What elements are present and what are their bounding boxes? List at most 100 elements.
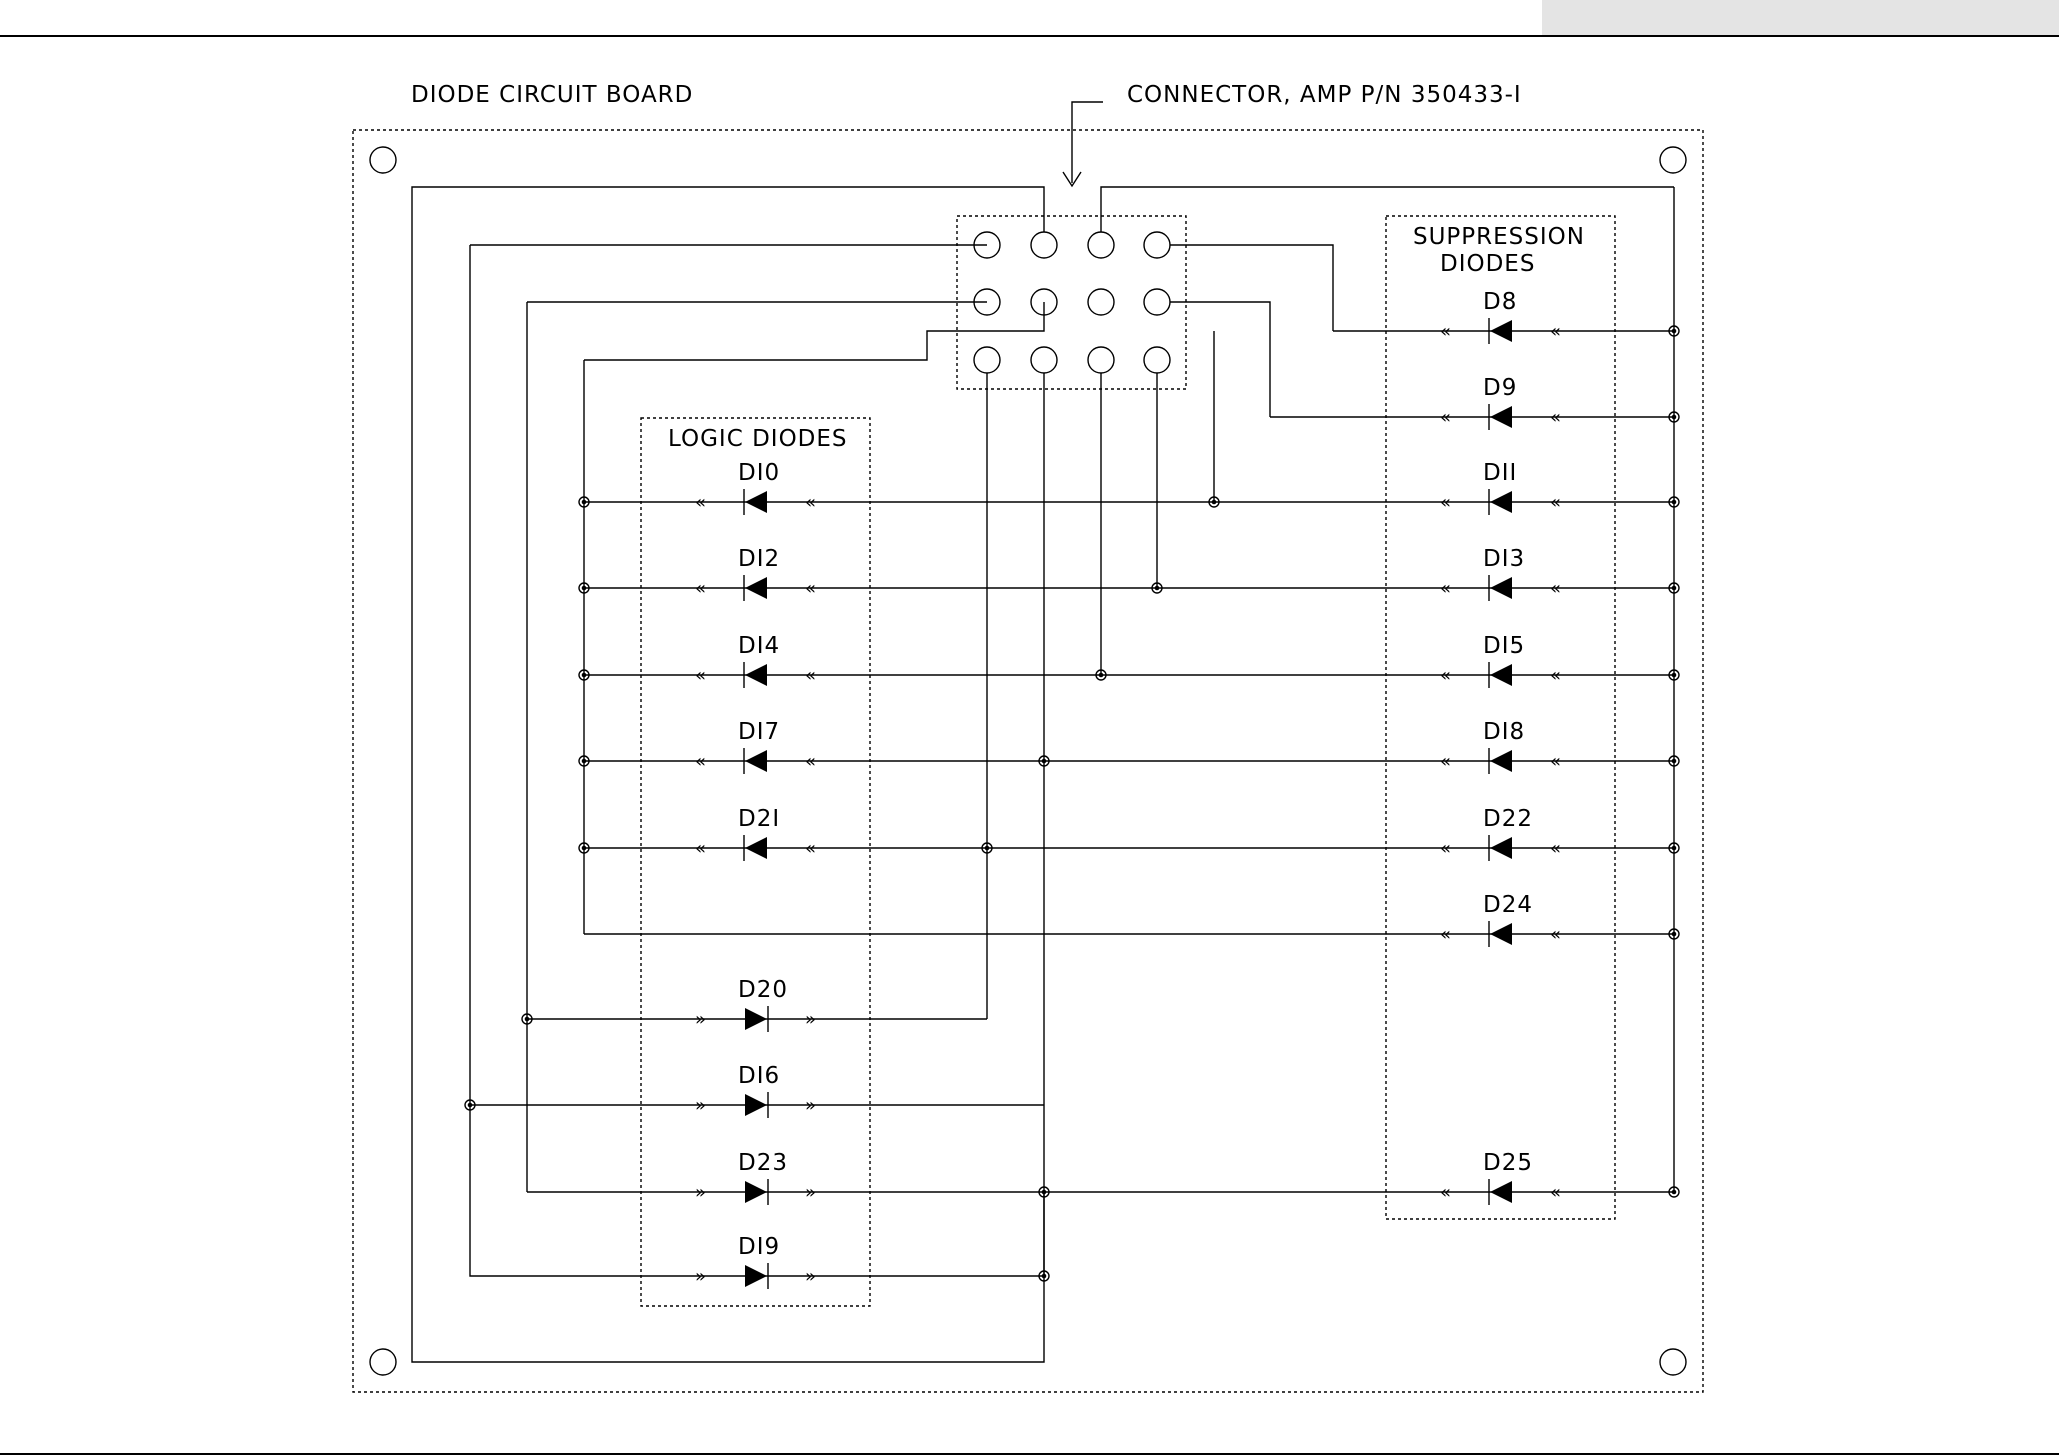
wire — [469, 245, 1044, 1277]
diode-triangle — [1490, 491, 1512, 513]
junction-dot — [1668, 1186, 1680, 1198]
logic-diodes-title: LOGIC DIODES — [668, 426, 848, 452]
junction-dot-center — [467, 1102, 473, 1108]
diode: DI8«« — [1440, 719, 1561, 774]
diode: D20»» — [695, 977, 816, 1032]
junction-dot — [1668, 669, 1680, 681]
wire — [1170, 244, 1334, 331]
junction-dot-center — [1154, 585, 1160, 591]
junction-dot-center — [1098, 672, 1104, 678]
suppression-title-line1: SUPPRESSION — [1413, 224, 1585, 250]
wire — [1170, 301, 1271, 417]
junction-dot — [1038, 1186, 1050, 1198]
diode-triangle — [745, 837, 767, 859]
connector-pin — [1030, 231, 1058, 259]
flow-chevron: « — [1440, 1182, 1451, 1203]
diode-triangle — [745, 1008, 767, 1030]
diode: DI3«« — [1440, 546, 1561, 601]
junction-dot-center — [1671, 672, 1677, 678]
diode-triangle — [1490, 837, 1512, 859]
logic-diodes-outline — [640, 417, 871, 1307]
flow-chevron: « — [1550, 321, 1561, 342]
flow-chevron: « — [1550, 751, 1561, 772]
flow-chevron: » — [695, 1095, 706, 1116]
board-title: DIODE CIRCUIT BOARD — [411, 82, 693, 108]
junction-dot-center — [1671, 499, 1677, 505]
flow-chevron: » — [695, 1009, 706, 1030]
flow-chevron: « — [1440, 492, 1451, 513]
flow-chevron: » — [695, 1266, 706, 1287]
flow-chevron: « — [695, 578, 706, 599]
junction-dot-center — [581, 672, 587, 678]
flow-chevron: « — [695, 665, 706, 686]
diode-label: DI4 — [738, 633, 780, 659]
flow-chevron: « — [805, 578, 816, 599]
junctions — [464, 325, 1680, 1282]
junction-dot — [981, 842, 993, 854]
connector-outline — [956, 215, 1187, 390]
diode-label: DI8 — [1483, 719, 1525, 745]
diode-label: DI9 — [738, 1234, 780, 1260]
header-tab — [1542, 0, 2059, 35]
flow-chevron: « — [1550, 578, 1561, 599]
junction-dot — [1668, 755, 1680, 767]
flow-chevron: « — [695, 492, 706, 513]
diode: DI4 « « — [695, 633, 816, 688]
junction-dot-center — [524, 1016, 530, 1022]
flow-chevron: « — [1550, 492, 1561, 513]
board-outline — [352, 129, 1704, 1393]
connector-pointer-head — [1062, 171, 1082, 188]
connector-pin — [1030, 288, 1058, 316]
connector-pointer — [1071, 101, 1103, 183]
flow-chevron: » — [805, 1009, 816, 1030]
junction-dot-center — [1671, 931, 1677, 937]
flow-chevron: « — [1550, 665, 1561, 686]
junction-dot-center — [581, 585, 587, 591]
diode: D25«« — [1440, 1150, 1561, 1205]
junction-dot-center — [581, 499, 587, 505]
flow-chevron: » — [805, 1095, 816, 1116]
suppression-title-line2: DIODES — [1440, 251, 1535, 277]
junction-dot-center — [1671, 1189, 1677, 1195]
diode-triangle — [745, 1265, 767, 1287]
diode: DI9 » » — [695, 1234, 816, 1289]
flow-chevron: » — [805, 1266, 816, 1287]
diode: DI5«« — [1440, 633, 1561, 688]
connector-pins — [973, 231, 1171, 374]
diode-label: D25 — [1483, 1150, 1533, 1176]
junction-dot — [1668, 582, 1680, 594]
flow-chevron: » — [805, 1182, 816, 1203]
diode: DII«« — [1440, 460, 1561, 515]
diodes: DI0««DI2««DI4««DI7««D2I««D20»»DI6»»D23»»… — [695, 289, 1561, 1289]
diode: D2I«« — [695, 806, 816, 861]
diode-triangle — [745, 577, 767, 599]
connector-pin — [1087, 231, 1115, 259]
junction-dot — [1668, 842, 1680, 854]
diode-triangle — [1490, 664, 1512, 686]
junction-dot-center — [581, 758, 587, 764]
connector-label: CONNECTOR, AMP P/N 350433-I — [1127, 82, 1522, 108]
junction-dot-center — [1041, 1273, 1047, 1279]
diode-triangle — [745, 1094, 767, 1116]
diode-label: DI0 — [738, 460, 780, 486]
junction-dot-center — [1041, 758, 1047, 764]
diode-triangle — [745, 1181, 767, 1203]
junction-dot — [578, 669, 590, 681]
diode-triangle — [1490, 577, 1512, 599]
wires — [411, 186, 1675, 1363]
flow-chevron: « — [1440, 578, 1451, 599]
connector-pin — [1143, 346, 1171, 374]
junction-dot-center — [1671, 758, 1677, 764]
connector-pin — [973, 346, 1001, 374]
flow-chevron: « — [1550, 924, 1561, 945]
diode: D24«« — [1440, 892, 1561, 947]
junction-dot — [578, 842, 590, 854]
junction-dot-center — [581, 845, 587, 851]
flow-chevron: « — [805, 665, 816, 686]
diode: DI0«« — [695, 460, 816, 515]
wire — [584, 302, 1045, 361]
flow-chevron: » — [695, 1182, 706, 1203]
diode-label: DI2 — [738, 546, 780, 572]
suppression-diodes-outline — [1385, 215, 1616, 1220]
